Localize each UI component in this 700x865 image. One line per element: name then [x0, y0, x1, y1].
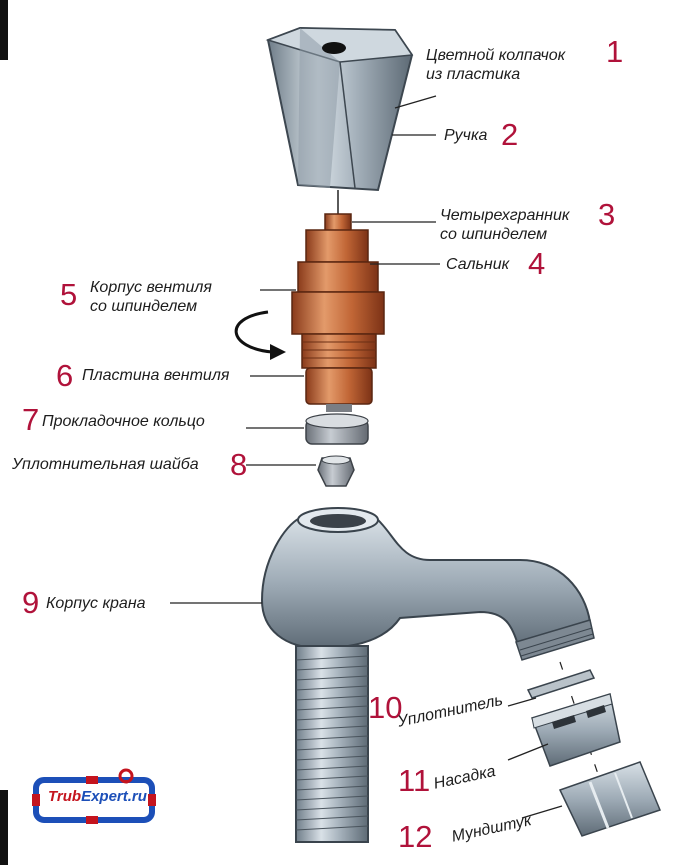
- mouthpiece-part: [558, 761, 662, 837]
- handle-cap-hole: [322, 42, 346, 54]
- left-edge-bar-bottom: [0, 790, 8, 865]
- label-part-2: Ручка: [444, 127, 488, 144]
- number-part-1: 1: [606, 34, 624, 69]
- nozzle-part: [531, 693, 621, 767]
- handle-part: [265, 26, 414, 192]
- trubexpert-logo: TrubExpert.ru: [30, 768, 158, 830]
- sealing-washer-part: [317, 455, 355, 487]
- number-part-7: 7: [22, 402, 40, 437]
- logo-text-trub: Trub: [48, 788, 82, 805]
- valve-cartridge-part: [291, 213, 385, 412]
- left-edge-bar-top: [0, 0, 8, 60]
- number-part-10: 10: [368, 690, 403, 725]
- label-part-7: Прокладочное кольцо: [42, 413, 205, 430]
- label-part-6: Пластина вентиля: [82, 367, 230, 384]
- number-part-11: 11: [398, 763, 431, 798]
- number-part-3: 3: [598, 197, 616, 232]
- number-part-12: 12: [398, 819, 433, 854]
- logo-text-expert: Expert.ru: [81, 788, 147, 805]
- label-part-8: Уплотнительная шайба: [12, 456, 199, 473]
- faucet-body-part: [260, 507, 595, 843]
- number-part-8: 8: [230, 447, 248, 482]
- number-part-9: 9: [22, 585, 40, 620]
- label-part-4: Сальник: [446, 256, 510, 273]
- gasket-ring-part: [305, 413, 369, 445]
- label-part-9: Корпус крана: [46, 595, 146, 612]
- number-part-2: 2: [501, 117, 519, 152]
- number-part-4: 4: [528, 246, 546, 281]
- spout-seal-part: [526, 669, 596, 699]
- number-part-6: 6: [56, 358, 74, 393]
- rotation-arrow: [234, 310, 273, 354]
- number-part-5: 5: [60, 277, 78, 312]
- leader-lines: [170, 95, 563, 819]
